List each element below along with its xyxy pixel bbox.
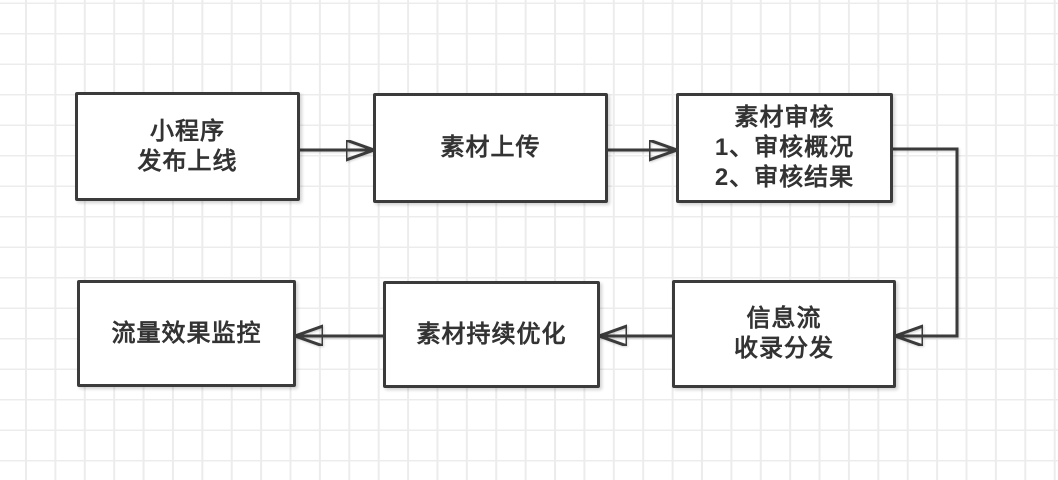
node-material-upload[interactable]: 素材上传 bbox=[373, 93, 608, 203]
node-material-review[interactable]: 素材审核 1、审核概况 2、审核结果 bbox=[676, 93, 893, 203]
node-label-line: 发布上线 bbox=[137, 147, 238, 175]
node-label-line: 素材上传 bbox=[440, 134, 541, 161]
node-label-line: 2、审核结果 bbox=[714, 164, 855, 191]
node-label-line: 1、审核概况 bbox=[714, 134, 855, 161]
node-material-optimization[interactable]: 素材持续优化 bbox=[383, 281, 600, 388]
node-feed-index-distribution[interactable]: 信息流 收录分发 bbox=[672, 280, 896, 388]
node-label-line: 流量效果监控 bbox=[111, 319, 262, 347]
node-label-line: 信息流 bbox=[746, 305, 822, 332]
node-label-line: 收录分发 bbox=[734, 335, 834, 362]
node-traffic-monitoring[interactable]: 流量效果监控 bbox=[77, 280, 296, 387]
node-mini-program-launch[interactable]: 小程序 发布上线 bbox=[75, 92, 300, 201]
connector-review-to-feed[interactable] bbox=[893, 147, 959, 336]
node-label-line: 素材持续优化 bbox=[416, 320, 567, 348]
node-label-line: 素材审核 bbox=[734, 104, 835, 131]
node-label-line: 小程序 bbox=[150, 117, 225, 145]
